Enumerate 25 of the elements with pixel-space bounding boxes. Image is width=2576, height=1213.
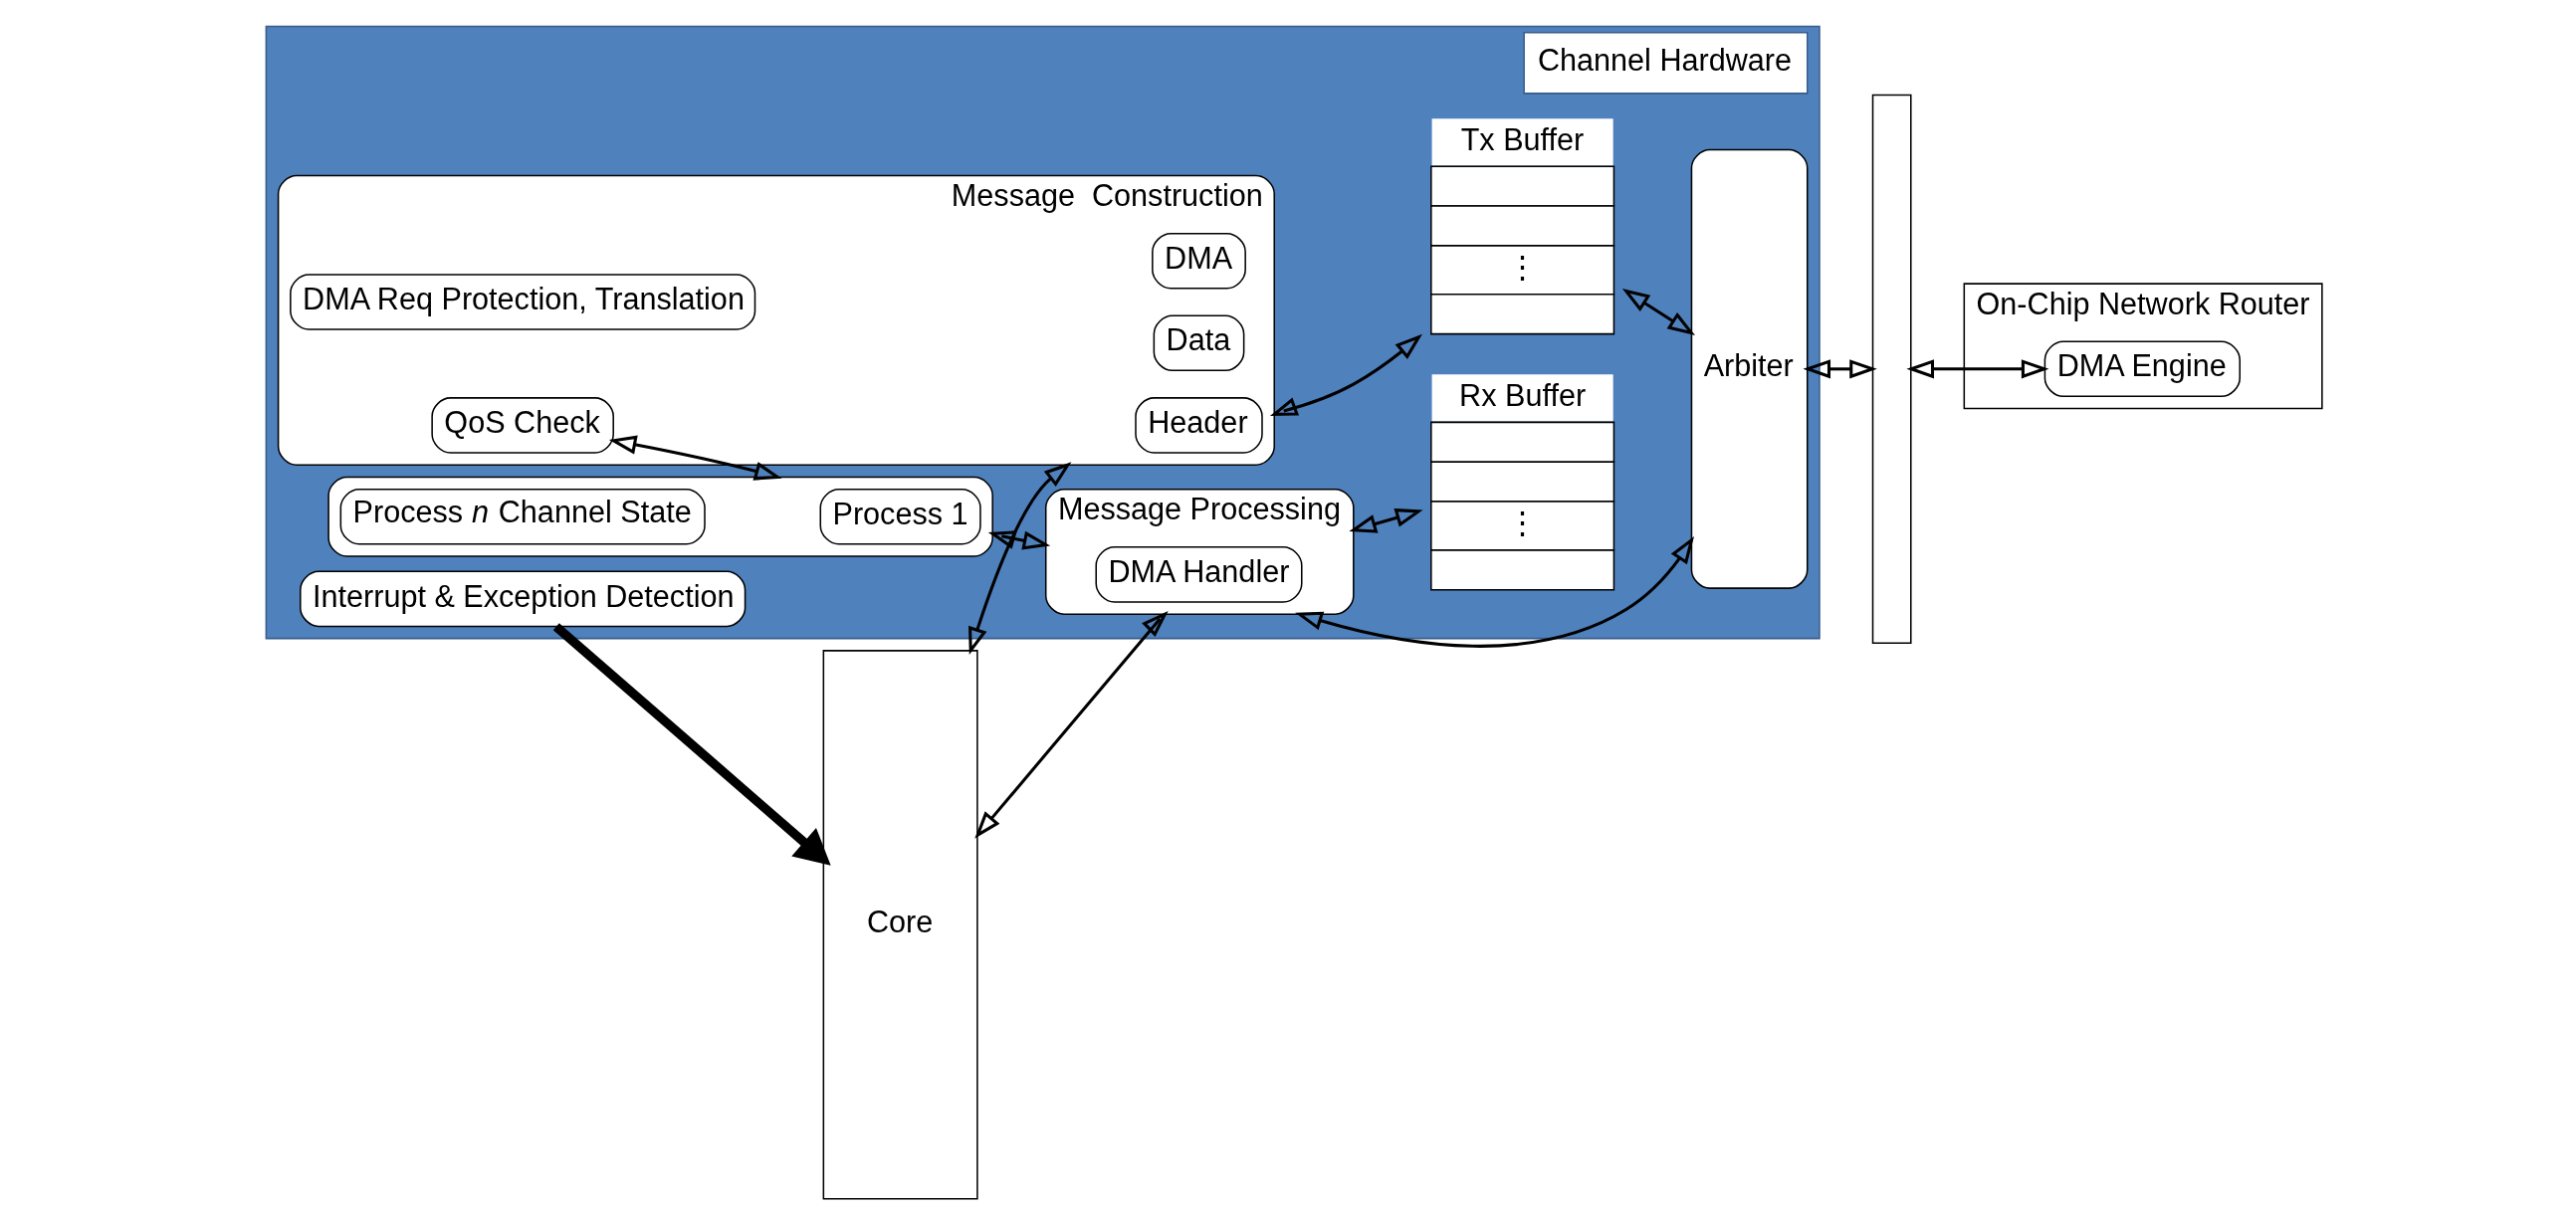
arrow [1349,508,1423,533]
arrow [552,623,831,866]
node-box: DMA Engine [2043,340,2242,398]
arrow [974,610,1169,839]
node-box: DMA Handler [1095,546,1303,603]
arrow [1803,359,1877,379]
node-box: DMA [1152,232,1246,290]
arrow [608,435,782,481]
node-box: Process n Channel State [339,488,706,545]
node-box: DMA Req Protection, Translation [290,274,756,330]
node-box: Header [1135,397,1263,454]
cluster [327,476,993,557]
node-box: Process 1 [819,488,981,545]
node-box: Core [822,650,978,1200]
node-bar [1871,94,1912,644]
arrow [1906,359,2049,379]
arrow [1269,333,1422,416]
arrow [968,462,1072,656]
node-box: Interrupt & Exception Detection [300,570,747,628]
node-box: Data [1153,314,1245,372]
node-box: QoS Check [431,397,614,454]
node-box: Arbiter [1690,148,1809,589]
arrow [1621,289,1696,335]
arrow [987,530,1051,550]
arrow [1295,535,1694,648]
